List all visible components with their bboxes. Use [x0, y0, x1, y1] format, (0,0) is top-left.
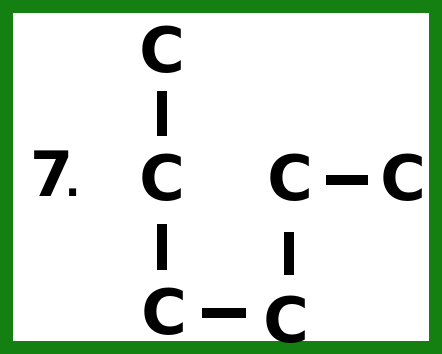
- atom-c-bottom-left: C: [141, 276, 187, 349]
- atom-c-middle-left: C: [139, 142, 185, 215]
- atom-c-right: C: [380, 142, 426, 215]
- atom-c-middle-right: C: [267, 142, 313, 215]
- problem-number-period: .: [65, 160, 80, 206]
- atom-c-top: C: [139, 14, 185, 87]
- atom-c-bottom-right: C: [263, 284, 309, 354]
- problem-number: 7: [30, 138, 73, 211]
- diagram-inner-border: [10, 10, 432, 344]
